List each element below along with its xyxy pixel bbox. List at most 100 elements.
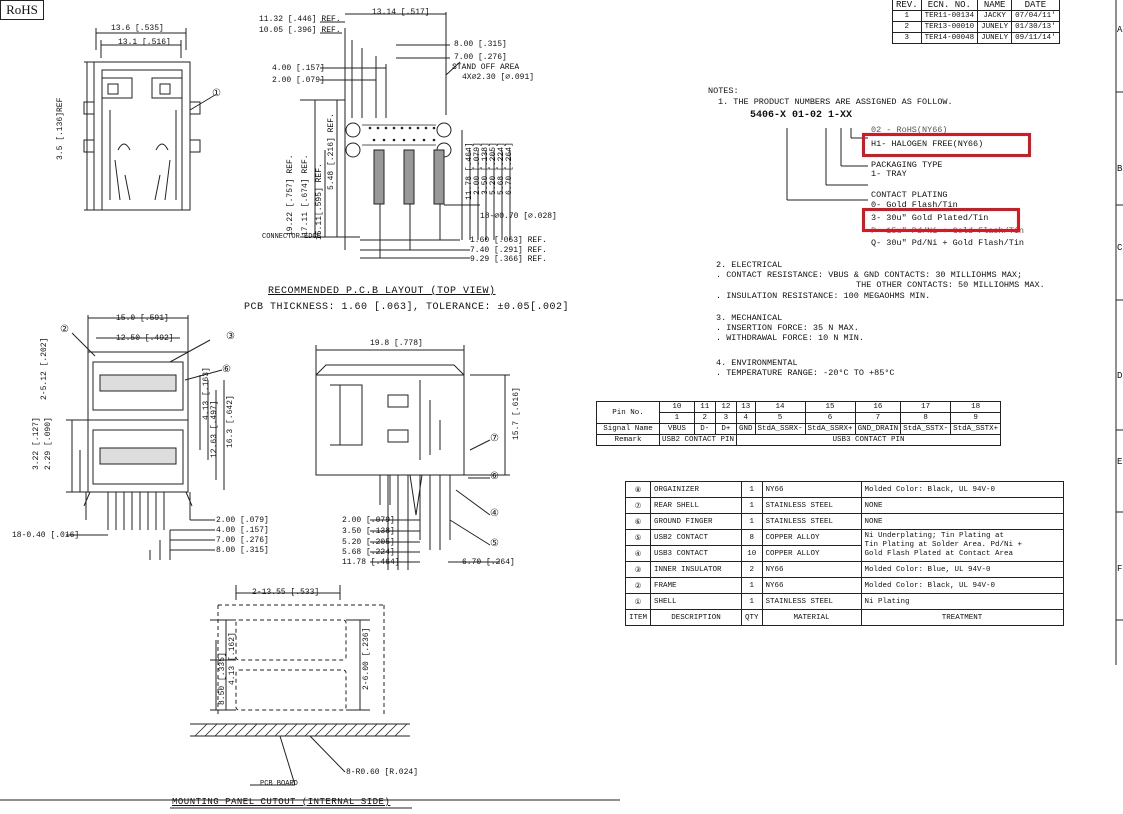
bom-header-row: ITEM DESCRIPTION QTY MATERIAL TREATMENT: [624, 609, 1064, 626]
bom-header-desc: DESCRIPTION: [650, 609, 743, 626]
dim-text: CONNECTOR EDGE: [262, 233, 321, 241]
bom-qty: 1: [741, 481, 763, 498]
dim-text: 8.50 [.335]: [218, 652, 227, 705]
signal-name-label: Signal Name: [596, 423, 660, 435]
treat-line: Tin Plating at Solder Area. Pd/Ni +: [864, 541, 1023, 549]
bom-desc: SHELL: [650, 593, 743, 610]
pin-cell: 2: [693, 412, 716, 424]
bom-material: NY66: [761, 577, 862, 594]
bom-qty: 1: [741, 577, 763, 594]
dim-text: 13.1 [.516]: [118, 38, 171, 47]
bom-qty: 2: [741, 561, 763, 578]
dim-text: 2.00 [.079]: [216, 516, 269, 525]
bom-material: STAINLESS STEEL: [761, 497, 862, 514]
dim-text: 7.00 [.276]: [454, 53, 507, 62]
dim-text: 15.0 [.591]: [116, 314, 169, 323]
signal-cell: StdA_SSTX+: [950, 423, 1002, 435]
dim-text: STAND OFF AREA: [452, 63, 520, 72]
dim-text: 19.22 [.757] REF.: [286, 154, 295, 236]
rev-cell: 2: [892, 21, 922, 33]
rev-header-rev: REV.: [892, 0, 922, 11]
rev-cell: 1: [892, 10, 922, 22]
dim-text: 3.22 [.127]: [32, 417, 41, 470]
callout-6: ⑥: [222, 365, 231, 376]
zone-letter: F: [1117, 564, 1123, 574]
notes-heading: NOTES:: [708, 86, 739, 96]
part-number: 5406-X 01-02 1-XX: [750, 110, 853, 121]
option-h1: H1- HALOGEN FREE(NY66): [871, 139, 984, 149]
dim-text: 5.20 [.205]: [342, 538, 395, 547]
bom-material: COPPER ALLOY: [761, 545, 862, 562]
signal-cell: D+: [714, 423, 738, 435]
rev-cell: 01/30/13': [1011, 21, 1060, 33]
zone-letter: C: [1117, 243, 1123, 253]
dim-text: 11.32 [.446] REF.: [259, 15, 341, 24]
highlight-halogen-free: [862, 133, 1031, 157]
dim-text: 15.11[.595] REF.: [315, 163, 324, 240]
signal-cell: GND: [736, 423, 756, 435]
dim-text: 10.05 [.396] REF.: [259, 26, 341, 35]
highlight-gold-plated: [862, 208, 1020, 232]
note-3a: . INSERTION FORCE: 35 N MAX.: [716, 323, 859, 333]
rev-cell: 09/11/14': [1011, 32, 1060, 44]
bom-row: ⑧ ORGAINIZER 1 NY66 Molded Color: Black,…: [624, 481, 1064, 498]
dim-text: 2.00 [.079]: [342, 516, 395, 525]
note-2: 2. ELECTRICAL: [716, 260, 783, 270]
callout-5: ⑤: [490, 539, 499, 550]
zone-letter: E: [1117, 457, 1123, 467]
callout-3: ③: [226, 332, 235, 343]
rev-cell: 07/04/11': [1011, 10, 1060, 22]
dim-text: 8.00 [.315]: [454, 40, 507, 49]
bom-material: STAINLESS STEEL: [761, 513, 862, 530]
rev-cell: TER13-00010: [920, 21, 979, 33]
dim-text: 2-13.55 [.533]: [252, 588, 320, 597]
dim-text: 12.63 [.497]: [210, 400, 219, 458]
dim-text: 15.7 [.616]: [512, 387, 521, 440]
dim-text: 18-0.40 [.016]: [12, 531, 80, 540]
signal-cell: StdA_SSRX+: [804, 423, 856, 435]
dim-text: 17.11 [.674] REF.: [301, 154, 310, 236]
cutout-title: MOUNTING PANEL CUTOUT (INTERNAL SIDE): [172, 797, 391, 807]
dim-text: 7.40 [.291] REF.: [470, 246, 547, 255]
bom-header-item: ITEM: [624, 609, 652, 626]
dim-text: 6.70 [.264]: [505, 142, 514, 195]
pcb-layout-title: RECOMMENDED P.C.B LAYOUT (TOP VIEW): [268, 286, 496, 297]
pin-cell: 13: [736, 401, 756, 413]
bom-item: ⑥: [624, 513, 652, 530]
remark-label: Remark: [596, 434, 660, 446]
bom-material: NY66: [761, 561, 862, 578]
signal-cell: VBUS: [659, 423, 695, 435]
bom-item: ⑦: [624, 497, 652, 514]
bom-table: ⑧ ORGAINIZER 1 NY66 Molded Color: Black,…: [624, 481, 1064, 626]
plating-title: CONTACT PLATING: [871, 190, 948, 200]
bom-qty: 1: [741, 497, 763, 514]
callout-4: ④: [490, 509, 499, 520]
dim-text: 4.00 [.157]: [216, 526, 269, 535]
pin-no-label: Pin No.: [596, 401, 660, 424]
bom-treatment: Ni Plating: [860, 593, 1064, 610]
front-view-dual-port: [66, 315, 225, 560]
dim-text: 2.00 [.079]: [272, 76, 325, 85]
bom-desc: REAR SHELL: [650, 497, 743, 514]
pin-cell: 16: [854, 401, 902, 413]
pin-cell: 14: [754, 401, 806, 413]
side-view-connector: [315, 345, 510, 570]
panel-cutout-view: [170, 585, 412, 809]
bom-item: ④: [624, 545, 652, 562]
bom-item: ③: [624, 561, 652, 578]
remark-usb3: USB3 CONTACT PIN: [736, 434, 1002, 446]
rev-header-date: DATE: [1011, 0, 1060, 11]
dim-text: 2-5.12 [.202]: [40, 337, 49, 400]
dim-text: 4.13 [.162]: [228, 632, 237, 685]
rev-cell: TER14-00048: [920, 32, 979, 44]
pin-cell: 15: [804, 401, 856, 413]
note-2b: THE OTHER CONTACTS: 50 MILLIOHMS MAX.: [856, 280, 1045, 290]
bom-material: COPPER ALLOY: [761, 529, 862, 546]
